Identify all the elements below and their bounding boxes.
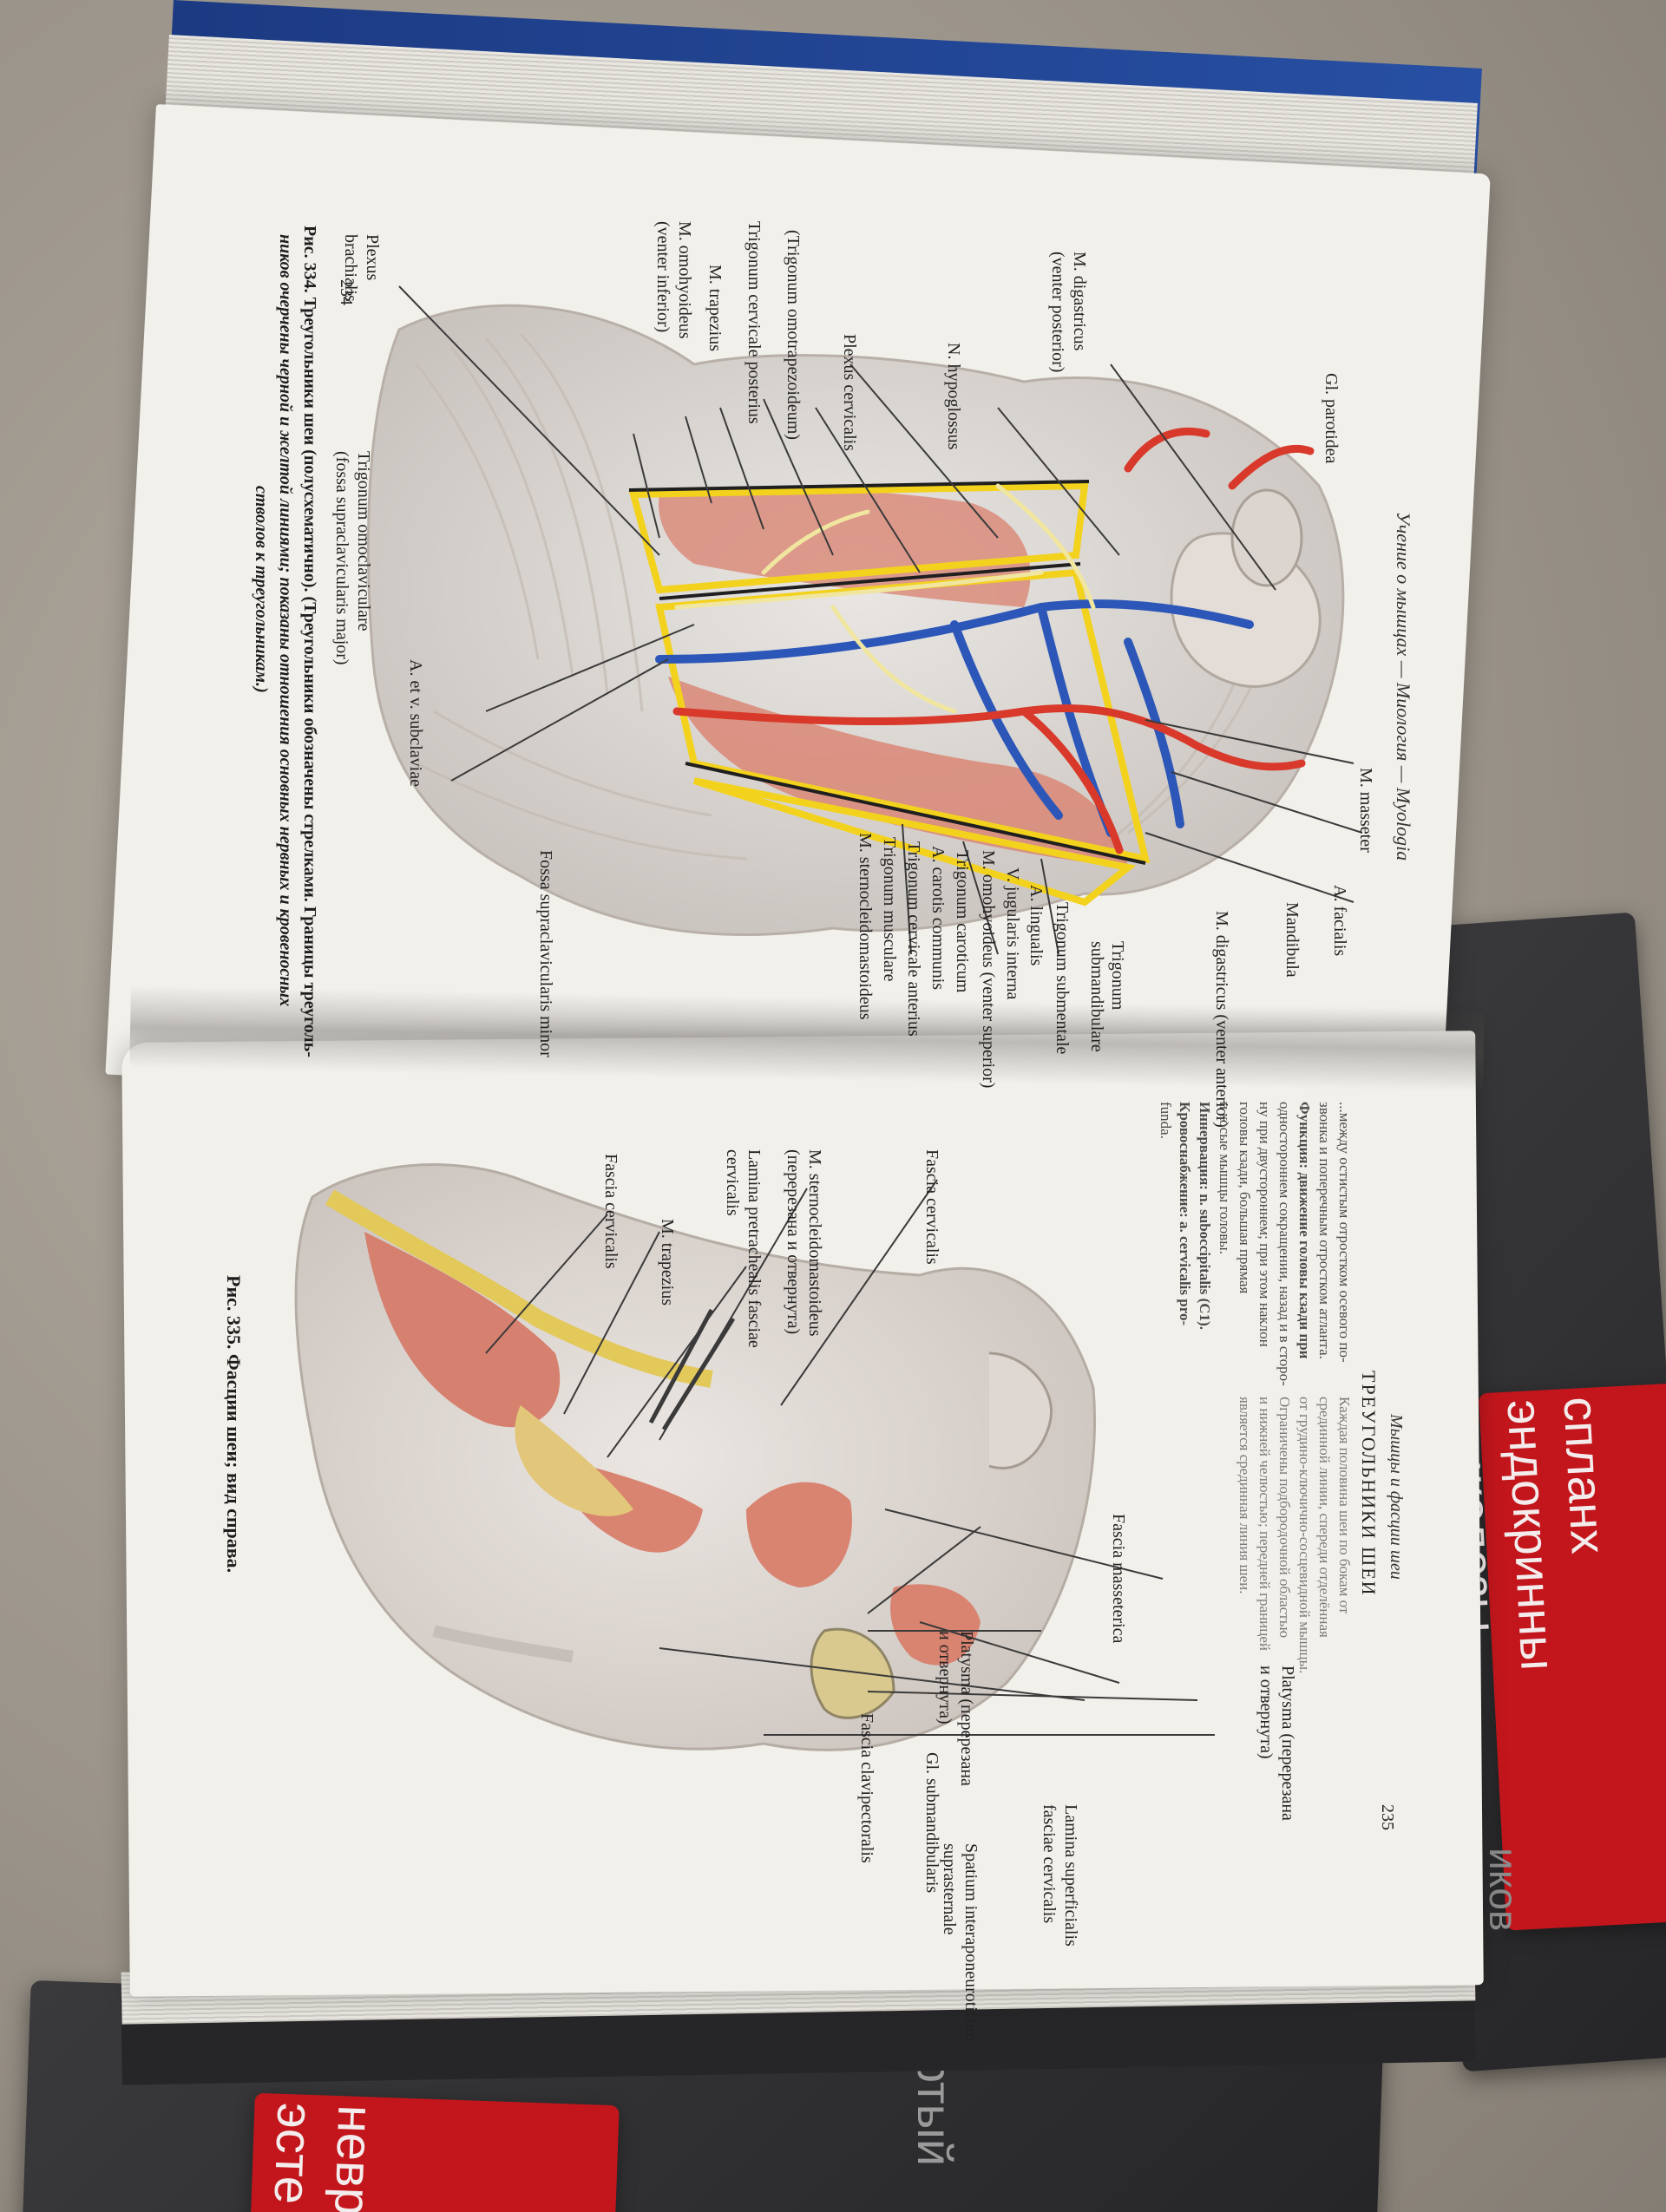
fig335-fatty-tissue	[515, 1405, 633, 1516]
label-fossa-supraclavicularis-minor: Fossa supraclavicularis minor	[536, 850, 555, 1057]
fig335-caption: Рис. 335. Фасции шеи; вид справа.	[223, 1275, 245, 1574]
label-platysma-1: Platysma (перерезана	[1278, 1666, 1297, 1821]
label-trigonum-omotrapezoideum: (Trigonum omotrapezoideum)	[784, 230, 803, 441]
label-trigonum-cervicale-anterius: Trigonum cervicale anterius	[904, 841, 923, 1037]
text-line: от грудино-ключично-сосцевидной мышцы.	[1296, 1397, 1314, 1674]
text-line: срединной линии, спереди отделённая	[1316, 1397, 1334, 1638]
figure-335	[294, 1163, 1215, 1751]
fig335-ear	[988, 1351, 1053, 1470]
label-trigonum-caroticum: Trigonum caroticum	[953, 850, 972, 993]
label-lamina-superficialis-2: fasciae cervicalis	[1040, 1804, 1059, 1924]
fig334-caption-line1: Рис. 334. Треугольники шеи (полусхематич…	[300, 226, 319, 1057]
page-235-text-col-right: Каждая половина шеи по бокам от срединно…	[1234, 1397, 1354, 1683]
page-235-number: 235	[1378, 1804, 1397, 1830]
label-plexus-brachialis: Plexus	[363, 234, 382, 281]
page-235-section-title: ТРЕУГОЛЬНИКИ ШЕИ	[1358, 1371, 1380, 1597]
label-fascia-clavipectoralis: Fascia clavipectoralis	[857, 1713, 876, 1863]
label-lamina-pretrachealis-1: Lamina pretrachealis fasciae	[744, 1149, 764, 1348]
text-line: funda.	[1157, 1102, 1174, 1139]
page-234-running-head: Учение о мышцах — Миология — Myologia	[1393, 512, 1414, 861]
label-m-sternocleidomastoideus: M. sternocleidomastoideus	[856, 833, 875, 1020]
text-line: Ограничены подбородочной областью	[1276, 1397, 1294, 1639]
label-m-omohyoideus-inferior: M. omohyoideus	[675, 221, 694, 339]
label-m-omohyoideus-inferior-2: (venter inferior)	[653, 221, 672, 333]
label-trigonum-musculare: Trigonum musculare	[880, 837, 899, 982]
label-m-digastricus-posterior: M. digastricus	[1070, 252, 1089, 351]
text-line: одностороннем сокращении, назад и в стор…	[1276, 1102, 1294, 1386]
label-platysma-top-1: Platysma (перерезана	[957, 1631, 976, 1786]
label-m-scm-1: M. sternocleidomastoideus	[805, 1149, 824, 1337]
fig334-ear	[1230, 488, 1303, 587]
text-line: Функция: движение головы кзади при	[1296, 1102, 1314, 1359]
fig334-arteries	[672, 427, 1315, 854]
label-platysma-2: и отвернута)	[1256, 1666, 1276, 1759]
fig334-leader-lines	[398, 285, 1363, 955]
label-fascia-cervicalis-1: Fascia cervicalis	[922, 1149, 941, 1265]
fig335-leader-lines	[485, 1179, 1215, 1736]
label-fascia-masseterica: Fascia masseterica	[1109, 1514, 1128, 1644]
label-m-masseter: M. masseter	[1356, 768, 1375, 853]
fig334-exposed-muscles-lower	[668, 677, 1128, 867]
label-spatium-2: suprasternale	[940, 1843, 959, 1935]
text-line: головы кзади, большая прямая	[1236, 1102, 1254, 1294]
text-line: ...между остистым отростком осевого по-	[1336, 1102, 1353, 1363]
label-m-scm-2: (перерезана и отвернута)	[784, 1149, 803, 1335]
label-spatium-1: Spatium interaponeuroticum	[961, 1843, 981, 2042]
label-m-digastricus-posterior-2: (venter posterior)	[1048, 252, 1067, 373]
label-trigonum-cervicale-posterius: Trigonum cervicale posterius	[744, 221, 764, 424]
text-line: и нижней челюстью; передней границей	[1256, 1397, 1274, 1652]
text-line: и косые мышцы головы.	[1217, 1102, 1234, 1254]
label-m-omohyoideus-superior: M. omohyoideus (venter superior)	[979, 850, 998, 1089]
text-line: Иннервация: n. suboccipitalis (C1).	[1197, 1102, 1214, 1330]
text-line: ну при двустороннем; при этом наклон	[1256, 1102, 1274, 1347]
label-fascia-cervicalis-2: Fascia cervicalis	[601, 1154, 620, 1269]
fig335-platysma-flap	[890, 1584, 981, 1666]
page-235-text-col-left: ...между остистым отростком осевого по- …	[1155, 1102, 1354, 1388]
label-trigonum-omoclaviculare-2: (fossa supraclavicularis major)	[332, 451, 351, 665]
text-line: является срединная линия шеи.	[1236, 1397, 1254, 1594]
fig335-clavicle-region	[432, 1625, 574, 1663]
fig334-nerves	[674, 483, 1096, 714]
fig334-exposed-muscles-upper	[659, 488, 1031, 607]
label-v-jugularis-interna: V. jugularis interna	[1003, 867, 1022, 1000]
fig334-caption-line3: стволов к треугольникам.)	[252, 486, 271, 693]
label-trigonum-submentale: Trigonum submentale	[1053, 902, 1072, 1055]
label-a-et-v-subclaviae: A. et v. subclaviae	[406, 659, 425, 787]
fig335-scm-muscle-right	[746, 1482, 852, 1587]
label-plexus-brachialis-2: brachialis	[341, 234, 360, 302]
label-gl-parotidea: Gl. parotidea	[1322, 373, 1341, 464]
label-trigonum-omoclaviculare: Trigonum omoclaviculare	[354, 451, 373, 632]
label-a-facialis: A. facialis	[1330, 885, 1349, 957]
figure-334	[366, 285, 1363, 955]
label-a-carotis-communis: A. carotis communis	[928, 846, 948, 991]
label-n-hypoglossus: N. hypoglossus	[944, 343, 963, 450]
fig334-triangle-black-lines	[628, 480, 1146, 865]
fig334-caption-line2: ников очерчены черной и желтой линиями; …	[276, 234, 295, 1007]
label-mandibula: Mandibula	[1282, 902, 1302, 978]
fig335-submandibular-gland	[810, 1627, 895, 1719]
label-lamina-pretrachealis-2: cervicalis	[723, 1149, 742, 1216]
label-trigonum-submandibulare: Trigonum submandibulare	[1087, 941, 1127, 1052]
fig335-fat-border	[325, 1189, 713, 1388]
fig335-trapezius-muscle	[364, 1232, 561, 1428]
page-235-running-head: Мышцы и фасции шеи	[1387, 1414, 1406, 1580]
label-lamina-superficialis-1: Lamina superficialis	[1061, 1804, 1080, 1947]
label-platysma-top-2: и отвернута)	[935, 1631, 954, 1724]
label-m-trapezius-335: M. trapezius	[658, 1219, 677, 1306]
text-line: звонка и поперечным отростком атланта.	[1316, 1102, 1334, 1359]
label-m-trapezius: M. trapezius	[705, 265, 725, 351]
label-a-lingualis: A. lingualis	[1026, 885, 1046, 966]
text-line: Каждая половина шеи по бокам от	[1336, 1397, 1353, 1614]
text-line: Кровоснабжение: a. cervicalis pro-	[1177, 1102, 1194, 1326]
label-plexus-cervicalis: Plexus cervicalis	[840, 334, 859, 451]
